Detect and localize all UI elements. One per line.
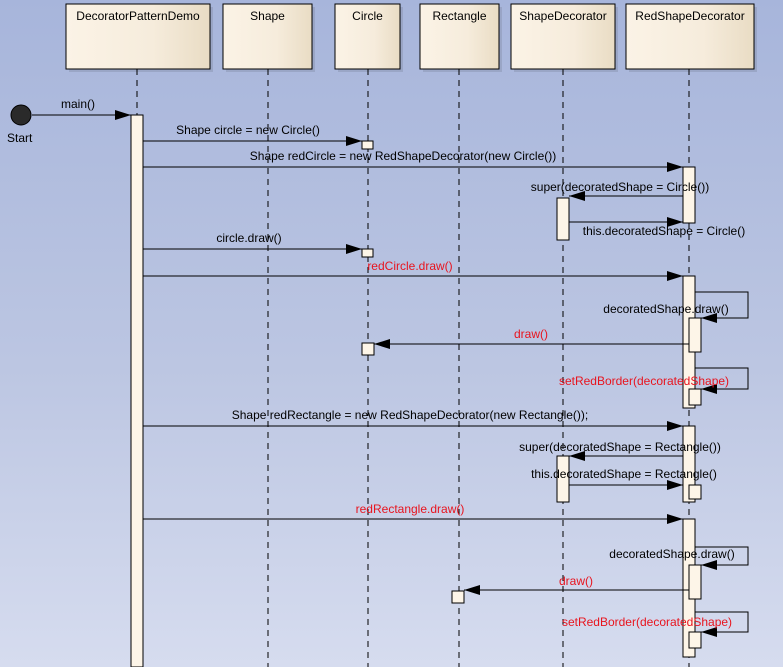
message: setRedBorder(decoratedShape) [559,367,749,394]
activation-bar [688,564,702,600]
arrowhead-icon [464,585,480,595]
message: setRedBorder(decoratedShape) [562,611,749,637]
message: super(decoratedShape = Rectangle()) [519,440,721,461]
self-message-line [695,611,749,633]
message-label: this.decoratedShape = Circle() [583,224,745,238]
message: draw() [464,574,689,595]
activation-bar [361,342,375,356]
lifeline-box [222,3,313,70]
activation-bar [556,455,570,503]
arrowhead-icon [346,244,362,254]
message-label: circle.draw() [216,231,281,245]
self-message-line [695,546,749,566]
message: Shape circle = new Circle() [143,123,362,146]
message: decoratedShape.draw() [603,291,749,323]
start-node: Start [7,104,33,145]
lifeline-box [625,3,755,70]
arrowhead-icon [346,136,362,146]
lifeline-box [65,3,211,70]
activation-bar [688,317,702,353]
message: draw() [374,327,689,349]
message-label: super(decoratedShape = Circle()) [531,180,709,194]
lifeline-label: Circle [352,9,383,23]
arrowhead-icon [667,514,683,524]
arrowhead-icon [667,162,683,172]
lifeline-label: Shape [250,9,285,23]
lifeline-label: RedShapeDecorator [635,9,744,23]
lifeline-box [334,3,401,70]
activation-bar [688,388,702,406]
message-label: decoratedShape.draw() [609,547,734,561]
self-message-line [695,367,749,390]
message: redRectangle.draw() [143,502,683,524]
message: decoratedShape.draw() [609,546,749,570]
activation-bar [361,140,374,150]
message-label: super(decoratedShape = Rectangle()) [519,440,721,454]
message-label: setRedBorder(decoratedShape) [562,615,732,629]
arrowhead-icon [667,421,683,431]
activation-bar [361,248,374,258]
lifeline-rsd: RedShapeDecorator [625,3,757,667]
message: Shape redCircle = new RedShapeDecorator(… [143,149,683,172]
start-label: Start [7,131,33,145]
activation-bar [556,197,570,241]
arrowhead-icon [569,191,585,201]
message: this.decoratedShape = Rectangle() [531,467,717,490]
lifeline-demo: DecoratorPatternDemo [65,3,213,667]
arrowhead-icon [701,384,717,394]
lifeline-box [419,3,500,70]
message: redCircle.draw() [143,259,683,281]
message: main() [32,97,131,120]
arrowhead-icon [701,560,717,570]
message-label: setRedBorder(decoratedShape) [559,374,729,388]
activation-bar [688,631,702,649]
message-label: redRectangle.draw() [356,502,465,516]
self-message-line [695,291,749,319]
arrowhead-icon [701,627,717,637]
arrowhead-icon [667,217,683,227]
lifeline-box [510,3,616,70]
lifeline-circle: Circle [334,3,403,667]
arrowhead-icon [115,110,131,120]
message-label: main() [61,97,95,111]
activation-bar [688,484,702,500]
arrowhead-icon [667,271,683,281]
message: this.decoratedShape = Circle() [569,217,745,238]
message-label: draw() [514,327,548,341]
message-label: draw() [559,574,593,588]
lifeline-rect: Rectangle [419,3,502,667]
lifeline-shape: Shape [222,3,315,667]
arrowhead-icon [374,339,390,349]
message: circle.draw() [143,231,362,254]
message: super(decoratedShape = Circle()) [531,180,709,201]
activation-bar [130,114,144,667]
arrowhead-icon [667,480,683,490]
activation-bar [451,590,465,604]
start-circle-icon [10,104,32,126]
arrowhead-icon [569,451,585,461]
message-label: decoratedShape.draw() [603,302,728,316]
lifeline-label: Rectangle [432,9,486,23]
message-label: Shape redCircle = new RedShapeDecorator(… [250,149,556,163]
message-label: redCircle.draw() [367,259,452,273]
message-label: this.decoratedShape = Rectangle() [531,467,717,481]
lifeline-label: ShapeDecorator [519,9,606,23]
message: Shape redRectangle = new RedShapeDecorat… [143,408,683,431]
activation-bar [682,166,696,224]
activation-bar [682,425,696,503]
message-label: Shape redRectangle = new RedShapeDecorat… [232,408,589,422]
message-label: Shape circle = new Circle() [176,123,320,137]
lifeline-sdec: ShapeDecorator [510,3,618,667]
lifeline-label: DecoratorPatternDemo [76,9,200,23]
arrowhead-icon [701,313,717,323]
